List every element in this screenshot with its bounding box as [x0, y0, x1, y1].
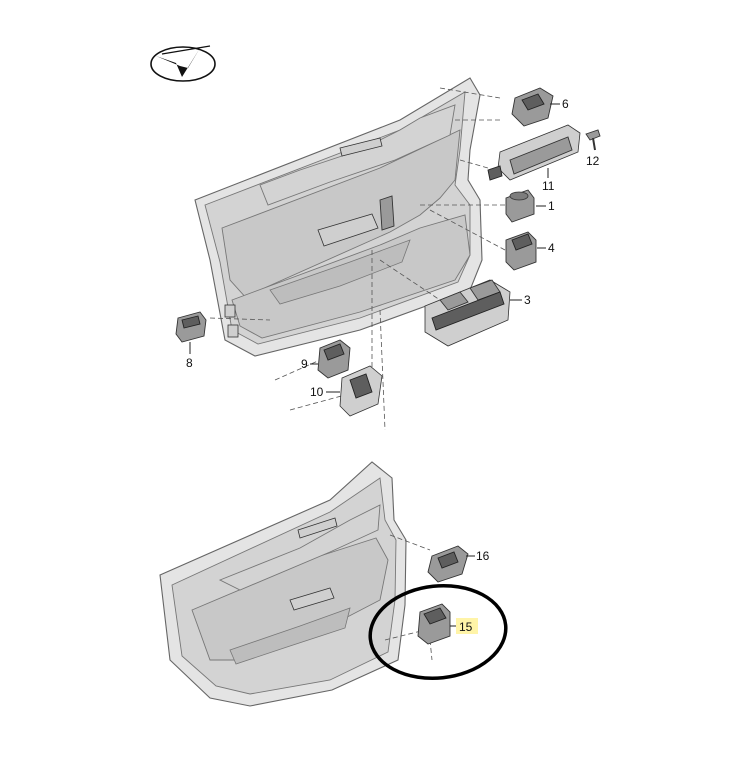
callout-15: 15: [459, 620, 473, 634]
highlight-circle: [368, 583, 508, 681]
part-4-window-switch: 4: [505, 231, 555, 271]
part-11-switch-panel: 11: [487, 124, 581, 193]
callout-9: 9: [301, 357, 308, 371]
callout-4: 4: [548, 241, 555, 255]
part-12-screw: 12: [585, 129, 601, 168]
assembly-lines-front: [209, 87, 506, 431]
callout-16: 16: [476, 549, 490, 563]
part-8-small-switch: 8: [175, 311, 207, 370]
callout-10: 10: [310, 385, 324, 399]
rear-door-trim-panel: [159, 461, 407, 707]
part-10-switch-housing: 10: [310, 365, 383, 417]
callout-11: 11: [542, 179, 555, 193]
callout-1: 1: [548, 199, 555, 213]
callout-12: 12: [586, 154, 600, 168]
part-1-mirror-switch: 1: [505, 189, 555, 223]
callout-15-highlight: [456, 618, 478, 634]
part-9-seat-switch: 9: [301, 339, 351, 379]
part-16-switch-bezel: 16: [427, 545, 490, 583]
check-swoosh-logo-icon: [150, 45, 216, 82]
part-3-master-window-switch: 3: [424, 279, 531, 347]
front-door-trim-panel: [194, 77, 483, 357]
part-6-switch-bezel: 6: [511, 87, 569, 127]
part-15-window-switch: [417, 603, 458, 645]
callout-6: 6: [562, 97, 569, 111]
callout-3: 3: [524, 293, 531, 307]
callout-8: 8: [186, 356, 193, 370]
